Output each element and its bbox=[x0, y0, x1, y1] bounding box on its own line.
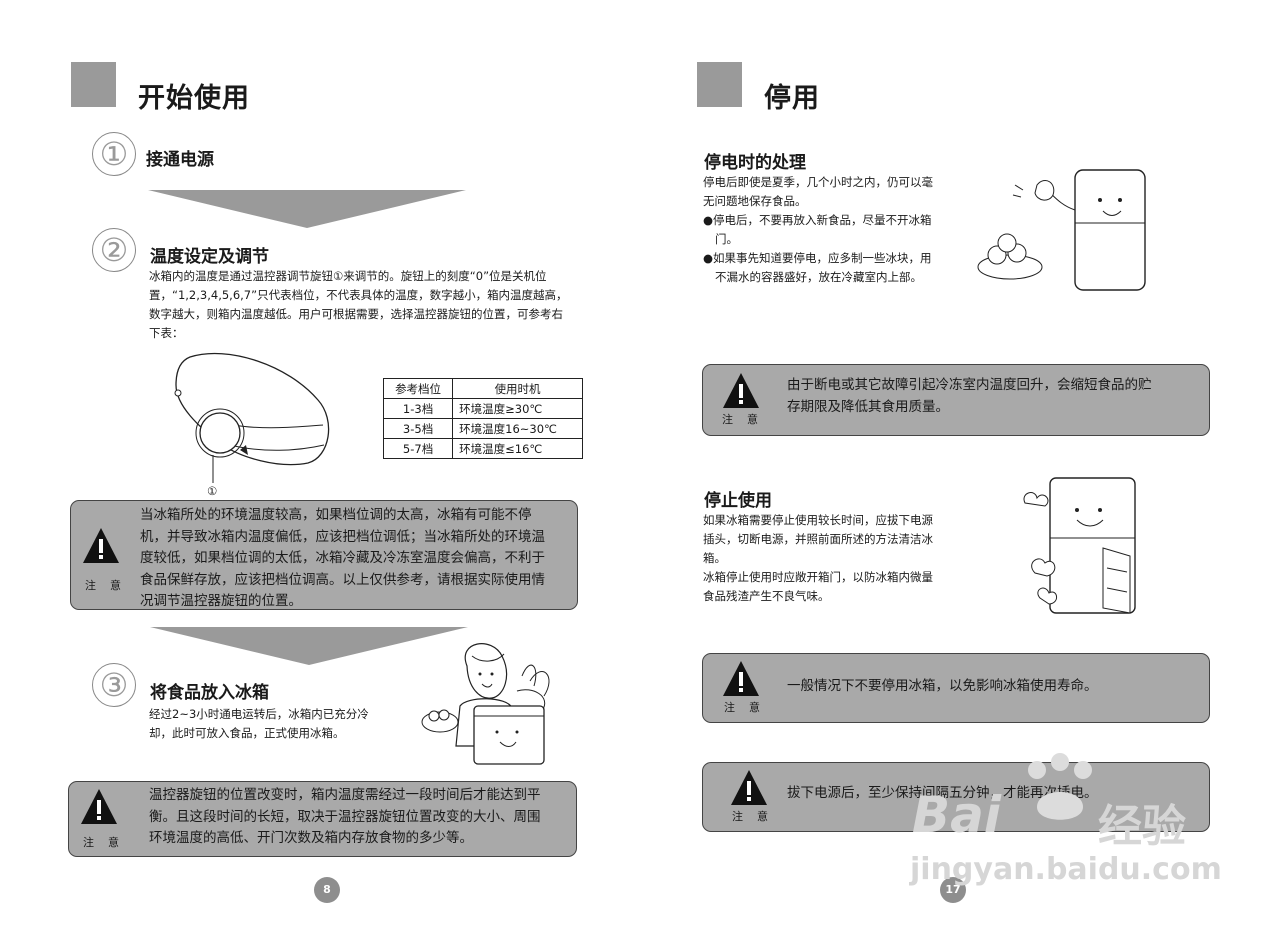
step-title-temperature: 温度设定及调节 bbox=[150, 247, 269, 267]
caution-box-replug: 注意 拔下电源后，至少保持间隔五分钟，才能再次插电。 bbox=[702, 762, 1210, 832]
caution-text: 当冰箱所处的环境温度较高，如果档位调的太高，冰箱有可能不停 机，并导致冰箱内温度… bbox=[140, 507, 545, 609]
caution-label: 注意 bbox=[732, 810, 782, 823]
table-header: 使用时机 bbox=[452, 378, 583, 399]
table-cell: 环境温度16~30℃ bbox=[452, 418, 583, 439]
open-fridge-illustration bbox=[1023, 477, 1136, 614]
page-number-left: 8 bbox=[314, 877, 340, 903]
caution-label: 注意 bbox=[722, 413, 772, 426]
knob-callout-label: ① bbox=[207, 484, 218, 498]
caution-box-lifespan: 注意 一般情况下不要停用冰箱，以免影响冰箱使用寿命。 bbox=[702, 653, 1210, 723]
step-number-1: ① bbox=[92, 132, 136, 176]
warning-icon bbox=[731, 770, 767, 805]
table-header: 参考档位 bbox=[382, 378, 454, 399]
caution-box-knob-change: 注意 温控器旋钮的位置改变时，箱内温度需经过一段时间后才能达到平 衡。且这段时间… bbox=[68, 781, 577, 857]
caution-label: 注意 bbox=[83, 836, 133, 849]
warning-icon bbox=[723, 373, 759, 408]
subtitle-stop-use: 停止使用 bbox=[704, 491, 772, 511]
caution-text: 一般情况下不要停用冰箱，以免影响冰箱使用寿命。 bbox=[787, 678, 1098, 694]
table-row: 3-5档 环境温度16~30℃ bbox=[382, 418, 583, 439]
baidu-paw-logo bbox=[1028, 753, 1092, 820]
thermostat-knob-illustration bbox=[174, 352, 330, 483]
gear-reference-table: 参考档位 使用时机 1-3档 环境温度≥30℃ 3-5档 环境温度16~30℃ … bbox=[382, 378, 583, 459]
caution-text: 由于断电或其它故障引起冷冻室内温度回升，会缩短食品的贮 存期限及降低其食用质量。 bbox=[787, 377, 1152, 415]
table-cell: 3-5档 bbox=[382, 418, 454, 439]
caution-box-gear: 注意 当冰箱所处的环境温度较高，如果档位调的太高，冰箱有可能不停 机，并导致冰箱… bbox=[70, 500, 578, 610]
down-arrow-divider bbox=[150, 627, 468, 665]
down-arrow-divider bbox=[148, 190, 466, 228]
table-cell: 环境温度≤16℃ bbox=[452, 438, 583, 459]
step-number-3: ③ bbox=[92, 663, 136, 707]
warning-icon bbox=[83, 528, 119, 563]
section-marker bbox=[71, 62, 116, 107]
watermark-brand-cn: 经验 bbox=[1098, 801, 1186, 852]
caution-box-power-outage: 注意 由于断电或其它故障引起冷冻室内温度回升，会缩短食品的贮 存期限及降低其食用… bbox=[702, 364, 1210, 436]
step-title-power: 接通电源 bbox=[146, 150, 214, 170]
step-number-2: ② bbox=[92, 228, 136, 272]
caution-text: 拔下电源后，至少保持间隔五分钟，才能再次插电。 bbox=[787, 785, 1098, 801]
power-outage-paragraph: 停电后即使是夏季，几个小时之内，仍可以毫 无问题地保存食品。 ●停电后，不要再放… bbox=[703, 175, 933, 284]
table-cell: 5-7档 bbox=[382, 438, 454, 459]
watermark-brand: Bai bbox=[912, 786, 1001, 844]
caution-text: 温控器旋钮的位置改变时，箱内温度需经过一段时间后才能达到平 衡。且这段时间的长短… bbox=[149, 787, 541, 846]
section-title-start: 开始使用 bbox=[138, 83, 250, 114]
caution-label: 注意 bbox=[724, 701, 774, 714]
stop-use-paragraph: 如果冰箱需要停止使用较长时间，应拔下电源 插头，切断电源，并照前面所述的方法清洁… bbox=[703, 513, 933, 603]
warning-icon bbox=[723, 661, 759, 696]
section-marker bbox=[697, 62, 742, 107]
table-cell: 环境温度≥30℃ bbox=[452, 398, 583, 419]
warning-icon bbox=[81, 789, 117, 824]
step-title-food: 将食品放入冰箱 bbox=[150, 683, 269, 703]
caution-label: 注意 bbox=[85, 579, 135, 592]
temperature-paragraph: 冰箱内的温度是通过温控器调节旋钮①来调节的。旋钮上的刻度“0”位是关机位 置，“… bbox=[149, 269, 568, 340]
woman-with-fridge-illustration bbox=[421, 643, 550, 765]
fridge-with-apples-illustration bbox=[977, 169, 1146, 291]
watermark-url: jingyan.baidu.com bbox=[910, 852, 1222, 887]
subtitle-power-outage: 停电时的处理 bbox=[704, 153, 806, 173]
table-header-row: 参考档位 使用时机 bbox=[382, 378, 583, 399]
table-row: 5-7档 环境温度≤16℃ bbox=[382, 438, 583, 459]
section-title-stop: 停用 bbox=[764, 83, 820, 114]
table-cell: 1-3档 bbox=[382, 398, 454, 419]
table-row: 1-3档 环境温度≥30℃ bbox=[382, 398, 583, 419]
food-paragraph: 经过2~3小时通电运转后，冰箱内已充分冷 却，此时可放入食品，正式使用冰箱。 bbox=[149, 707, 369, 740]
page-number-right: 17 bbox=[940, 877, 966, 903]
